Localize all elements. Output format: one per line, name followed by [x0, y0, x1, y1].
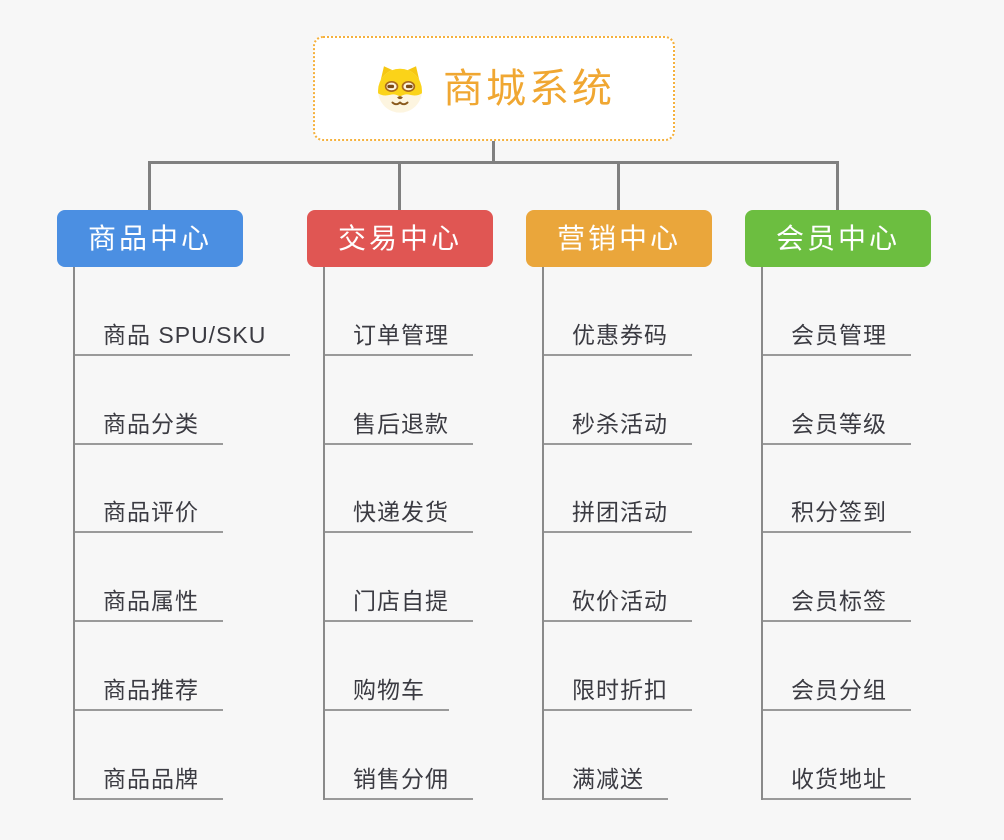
- item-label: 商品分类: [103, 410, 199, 437]
- root-topic[interactable]: 商城系统: [313, 36, 675, 141]
- tree-node-item[interactable]: 会员分组: [763, 622, 911, 711]
- item-label: 会员管理: [791, 321, 887, 348]
- root-title: 商城系统: [443, 66, 615, 111]
- tree-node-item[interactable]: 会员等级: [763, 356, 911, 445]
- item-label: 售后退款: [353, 410, 449, 437]
- branch-header[interactable]: 营销中心: [526, 210, 712, 267]
- item-label: 门店自提: [353, 588, 449, 615]
- dog-face-icon: [378, 65, 422, 113]
- item-label: 商品属性: [103, 588, 199, 615]
- item-label: 商品评价: [103, 499, 199, 526]
- branch-items: 商品 SPU/SKU 商品分类 商品评价 商品属性 商品推荐 商品品牌: [73, 267, 291, 800]
- connector-drop-2: [398, 162, 401, 211]
- item-label: 收货地址: [791, 765, 887, 792]
- branch-2: 交易中心 订单管理 售后退款 快递发货 门店自提 购物车 销售分佣: [307, 210, 562, 800]
- tree-node-item[interactable]: 商品 SPU/SKU: [75, 267, 291, 356]
- item-label: 销售分佣: [353, 765, 449, 792]
- tree-node-item[interactable]: 积分签到: [763, 445, 911, 534]
- tree-node-item[interactable]: 商品评价: [75, 445, 223, 534]
- tree-node-item[interactable]: 售后退款: [325, 356, 473, 445]
- branch-items: 会员管理 会员等级 积分签到 会员标签 会员分组 收货地址: [761, 267, 911, 800]
- branch-1: 商品中心 商品 SPU/SKU 商品分类 商品评价 商品属性 商品推荐 商品品牌: [57, 210, 312, 800]
- item-label: 优惠券码: [572, 321, 668, 348]
- connector-drop-3: [617, 162, 620, 211]
- connector-drop-1: [148, 162, 151, 211]
- item-label: 购物车: [353, 676, 425, 703]
- tree-node-item[interactable]: 拼团活动: [544, 445, 692, 534]
- branch-header[interactable]: 交易中心: [307, 210, 493, 267]
- tree-node-item[interactable]: 限时折扣: [544, 622, 692, 711]
- item-label: 积分签到: [791, 499, 887, 526]
- branch-label: 营销中心: [556, 222, 681, 254]
- branch-4: 会员中心 会员管理 会员等级 积分签到 会员标签 会员分组 收货地址: [745, 210, 1000, 800]
- branch-label: 会员中心: [775, 222, 900, 254]
- item-label: 会员等级: [791, 410, 887, 437]
- tree-node-item[interactable]: 商品分类: [75, 356, 223, 445]
- tree-node-item[interactable]: 会员标签: [763, 533, 911, 623]
- connector-drop-4: [836, 162, 839, 211]
- branch-header[interactable]: 商品中心: [57, 210, 243, 267]
- tree-node-item[interactable]: 商品属性: [75, 533, 223, 623]
- branch-label: 交易中心: [337, 222, 462, 254]
- tree-node-item[interactable]: 秒杀活动: [544, 356, 692, 445]
- branch-items: 优惠券码 秒杀活动 拼团活动 砍价活动 限时折扣 满减送: [542, 267, 692, 800]
- tree-node-item[interactable]: 收货地址: [763, 711, 911, 800]
- item-label: 满减送: [572, 765, 644, 792]
- tree-node-item[interactable]: 订单管理: [325, 267, 473, 356]
- tree-node-item[interactable]: 门店自提: [325, 533, 473, 623]
- tree-node-item[interactable]: 会员管理: [763, 267, 911, 356]
- tree-node-item[interactable]: 优惠券码: [544, 267, 692, 356]
- item-label: 快递发货: [353, 499, 449, 526]
- branch-header[interactable]: 会员中心: [745, 210, 931, 267]
- tree-node-item[interactable]: 快递发货: [325, 445, 473, 534]
- item-label: 商品推荐: [103, 676, 199, 703]
- tree-node-item[interactable]: 购物车: [325, 622, 449, 711]
- connector-root-vertical: [492, 141, 495, 162]
- branch-label: 商品中心: [87, 222, 212, 254]
- item-label: 商品品牌: [103, 765, 199, 792]
- tree-node-item[interactable]: 商品品牌: [75, 711, 223, 800]
- connector-horizontal: [148, 161, 839, 164]
- tree-node-item[interactable]: 商品推荐: [75, 622, 223, 711]
- item-label: 商品 SPU/SKU: [103, 321, 267, 348]
- item-label: 限时折扣: [572, 676, 668, 703]
- branch-3: 营销中心 优惠券码 秒杀活动 拼团活动 砍价活动 限时折扣 满减送: [526, 210, 781, 800]
- item-label: 会员标签: [791, 588, 887, 615]
- item-label: 订单管理: [353, 321, 449, 348]
- item-label: 会员分组: [791, 676, 887, 703]
- branch-items: 订单管理 售后退款 快递发货 门店自提 购物车 销售分佣: [323, 267, 473, 800]
- item-label: 拼团活动: [572, 499, 668, 526]
- tree-node-item[interactable]: 满减送: [544, 711, 668, 800]
- item-label: 秒杀活动: [572, 410, 668, 437]
- tree-node-item[interactable]: 砍价活动: [544, 533, 692, 623]
- tree-node-item[interactable]: 销售分佣: [325, 711, 473, 800]
- item-label: 砍价活动: [572, 588, 668, 615]
